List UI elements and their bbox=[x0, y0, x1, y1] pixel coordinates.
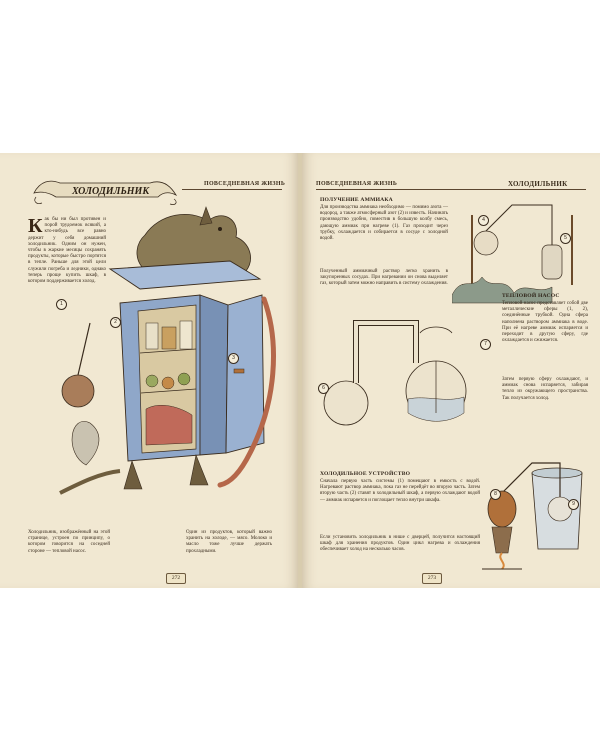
distillation-illustration bbox=[452, 204, 573, 304]
banner-title-right: ХОЛОДИЛЬНИК bbox=[508, 180, 568, 188]
banner-title-left: ХОЛОДИЛЬНИК bbox=[71, 186, 150, 197]
section-text-ammonia-2: Полученный аммиачный раствор легко храни… bbox=[320, 269, 448, 287]
title-banner: ХОЛОДИЛЬНИК bbox=[33, 180, 178, 205]
section-text-ammonia: Для производства аммиака необходимо — по… bbox=[320, 205, 448, 242]
callout-6: 6 bbox=[318, 383, 329, 394]
cooling-device-illustration bbox=[482, 462, 583, 570]
section-text-heat-pump: Тепловой насос представляет собой две ме… bbox=[502, 301, 588, 344]
callout-2: 2 bbox=[110, 317, 121, 328]
book-gutter bbox=[298, 153, 302, 588]
callout-4: 4 bbox=[478, 215, 489, 226]
header-rule-left bbox=[182, 189, 282, 190]
caption-right: Один из продуктов, который важно хранить… bbox=[186, 530, 272, 554]
callout-9: 9 bbox=[568, 499, 579, 510]
section-text-fridge-device: Сначала первую часть системы (1) помещаю… bbox=[320, 479, 480, 503]
page-number-right: 273 bbox=[422, 573, 442, 584]
refrigerator-illustration bbox=[59, 206, 276, 495]
caption-left: Холодильник, изображённый на этой страни… bbox=[28, 530, 110, 554]
callout-1: 1 bbox=[56, 299, 67, 310]
running-head-right: ПОВСЕДНЕВНАЯ ЖИЗНЬ bbox=[316, 181, 398, 187]
callout-7: 7 bbox=[480, 339, 491, 350]
section-heading-heat-pump: ТЕПЛОВОЙ НАСОС bbox=[502, 293, 560, 299]
callout-8: 8 bbox=[490, 489, 501, 500]
page-number-left: 272 bbox=[166, 573, 186, 584]
heat-pump-diagram bbox=[323, 320, 467, 426]
section-heading-ammonia: ПОЛУЧЕНИЕ АММИАКА bbox=[320, 197, 393, 203]
header-rule-right bbox=[316, 189, 586, 190]
right-page: ПОВСЕДНЕВНАЯ ЖИЗНЬ ХОЛОДИЛЬНИК ПОЛУЧЕНИЕ… bbox=[302, 153, 600, 588]
section-text-heat-pump-2: Затем первую сферу охлаждают, и аммиак с… bbox=[502, 377, 588, 401]
callout-3: 3 bbox=[228, 353, 239, 364]
intro-text: ак бы ни был противен и порой трудоемок … bbox=[28, 217, 106, 285]
running-head-left: ПОВСЕДНЕВНАЯ ЖИЗНЬ bbox=[204, 181, 286, 187]
section-heading-fridge-device: ХОЛОДИЛЬНОЕ УСТРОЙСТВО bbox=[320, 471, 411, 477]
section-text-fridge-device-2: Если установить холодильник в нише с две… bbox=[320, 535, 480, 553]
drop-cap: К bbox=[28, 215, 43, 237]
callout-5: 5 bbox=[560, 233, 571, 244]
